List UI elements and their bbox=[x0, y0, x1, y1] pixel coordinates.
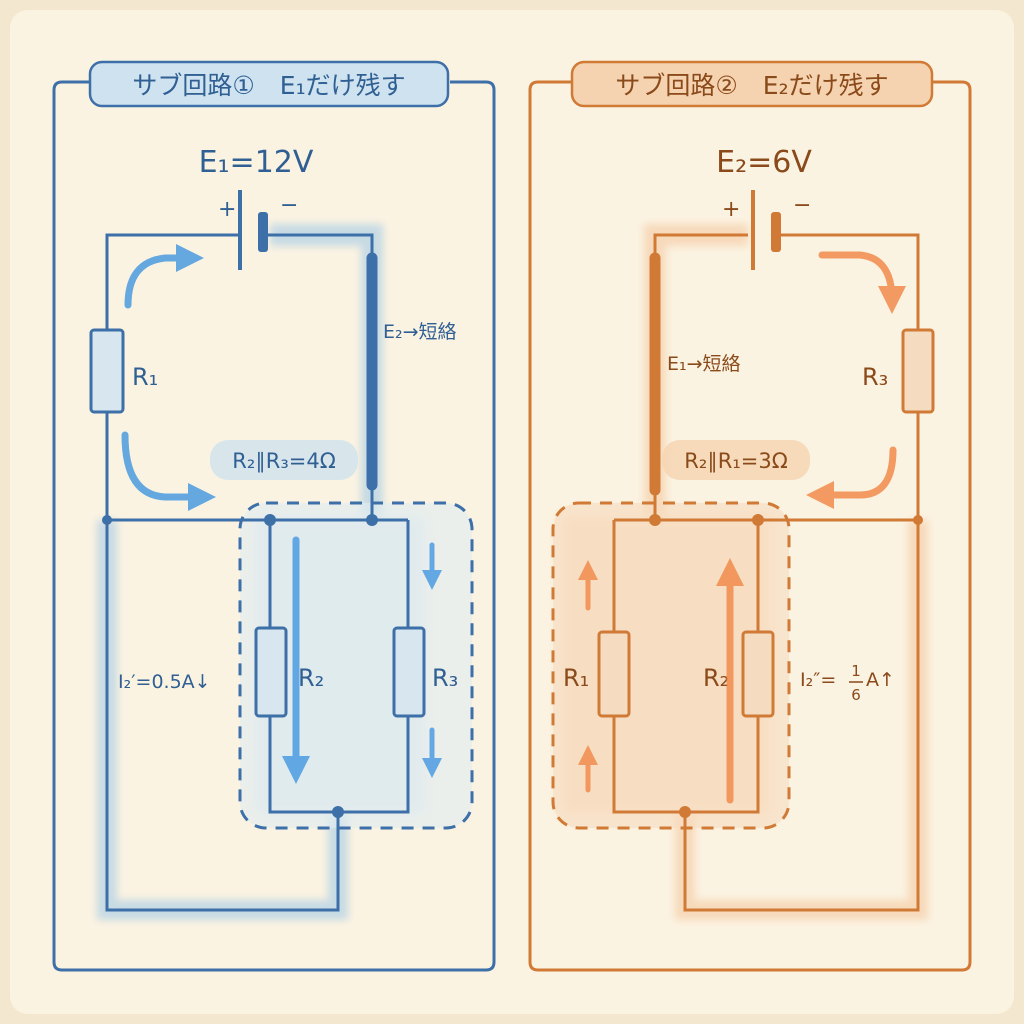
minus-sign: − bbox=[793, 193, 811, 218]
short-circuit-label: E₁→短絡 bbox=[667, 353, 741, 375]
resistor-label: R₃ bbox=[432, 664, 458, 692]
resistor-r1 bbox=[89, 328, 125, 414]
resistor-r3 bbox=[392, 626, 426, 718]
node bbox=[102, 515, 112, 525]
current-label-denominator: 6 bbox=[851, 686, 861, 704]
current-arrows bbox=[121, 244, 442, 784]
current-arrow bbox=[818, 251, 906, 314]
node bbox=[649, 514, 661, 526]
resistor-r1 bbox=[597, 630, 631, 718]
battery-e1: + − bbox=[218, 190, 298, 270]
current-arrows bbox=[578, 251, 906, 804]
panel-frame bbox=[528, 80, 972, 972]
source-voltage-label: E₁=12V bbox=[199, 145, 314, 180]
equivalent-label-badge bbox=[662, 440, 810, 480]
panel-sub-circuit-1: サブ回路① E₁だけ残す + − E₁=12V bbox=[52, 60, 496, 972]
current-label-numerator: 1 bbox=[851, 662, 861, 680]
plus-sign: + bbox=[218, 197, 236, 222]
panel-title-badge: サブ回路① E₁だけ残す bbox=[88, 60, 450, 108]
minus-sign: − bbox=[280, 193, 298, 218]
panel-title: サブ回路① E₁だけ残す bbox=[132, 71, 405, 100]
current-arrow bbox=[121, 431, 216, 511]
panel-sub-circuit-2: サブ回路② E₂だけ残す + − E₂=6V R₃ bbox=[528, 60, 972, 972]
node bbox=[752, 514, 764, 526]
plus-sign: + bbox=[722, 197, 740, 222]
node bbox=[264, 514, 276, 526]
panel-frame bbox=[52, 80, 496, 972]
equivalent-resistance-label: R₂∥R₃=4Ω bbox=[232, 449, 336, 473]
node bbox=[332, 806, 344, 818]
source-voltage-label: E₂=6V bbox=[716, 145, 812, 180]
resistor-r2 bbox=[741, 630, 775, 718]
short-circuit-label: E₂→短絡 bbox=[383, 321, 457, 343]
node bbox=[913, 515, 923, 525]
equivalent-label-badge bbox=[210, 440, 358, 480]
panel-title: サブ回路② E₂だけ残す bbox=[615, 71, 888, 100]
current-label-prefix: I₂″= bbox=[800, 669, 836, 691]
current-label: I₂′=0.5A↓ bbox=[118, 671, 211, 693]
resistor-label: R₂ bbox=[703, 664, 729, 692]
resistor-label: R₃ bbox=[862, 363, 888, 391]
current-label: I₂″= 1 6 A↑ bbox=[800, 662, 895, 704]
node bbox=[366, 514, 378, 526]
equivalent-resistance-label: R₂∥R₁=3Ω bbox=[684, 449, 788, 473]
battery-e2: + − bbox=[722, 190, 811, 270]
resistor-label: R₁ bbox=[132, 363, 158, 391]
panel-title-badge: サブ回路② E₂だけ残す bbox=[570, 60, 934, 108]
current-label-suffix: A↑ bbox=[866, 669, 895, 691]
resistor-r3 bbox=[901, 328, 935, 414]
resistor-label: R₂ bbox=[298, 664, 324, 692]
paper-background bbox=[10, 10, 1014, 1014]
current-arrow bbox=[124, 244, 204, 309]
current-arrow bbox=[806, 446, 897, 509]
resistor-label: R₁ bbox=[563, 664, 589, 692]
node bbox=[679, 806, 691, 818]
resistor-r2 bbox=[254, 626, 288, 718]
